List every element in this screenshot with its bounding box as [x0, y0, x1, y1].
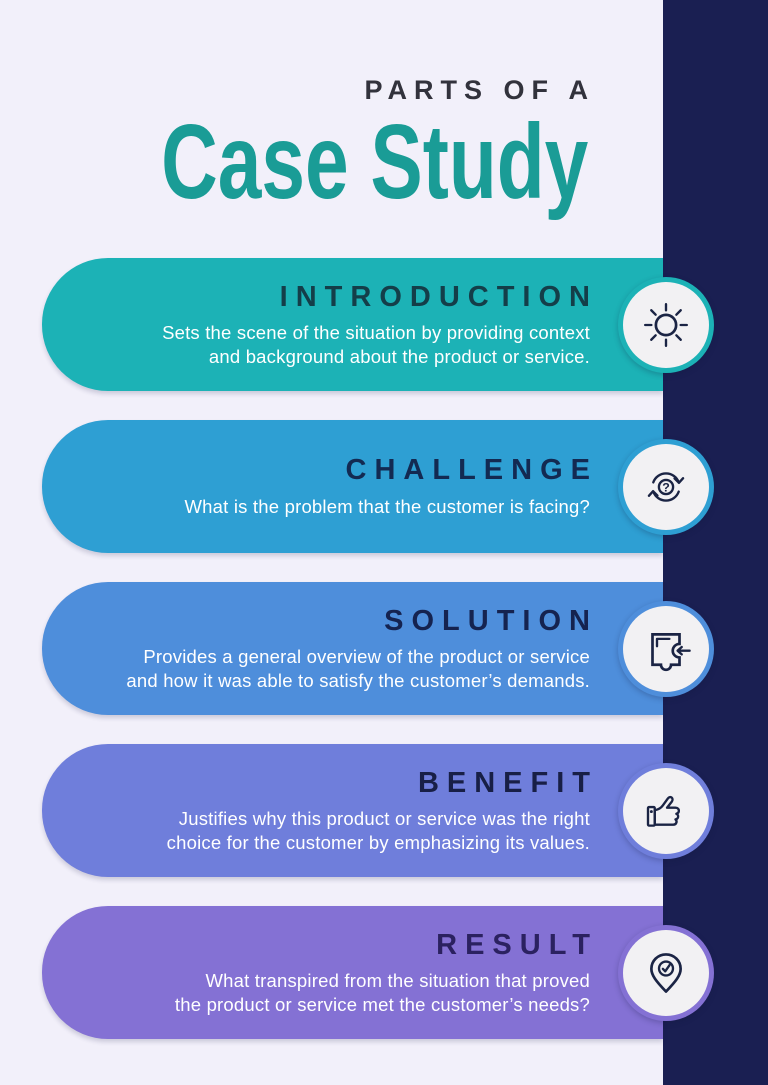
section-body: Sets the scene of the situation by provi…	[162, 322, 590, 367]
icon-circle	[623, 281, 709, 368]
svg-text:?: ?	[662, 480, 670, 494]
section-icon-medallion	[618, 276, 714, 373]
sun-icon	[644, 302, 688, 347]
section-icon-medallion	[618, 600, 714, 697]
right-accent-bar	[663, 0, 768, 1085]
icon-circle	[623, 929, 709, 1016]
section-heading: SOLUTION	[384, 604, 598, 637]
section-heading: INTRODUCTION	[279, 280, 598, 313]
section-icon-medallion: ?	[618, 438, 714, 535]
title-block: PARTS OF A Case Study	[11, 74, 588, 219]
pin-check-icon	[650, 952, 682, 993]
puzzle-arrow-icon	[651, 632, 691, 671]
section-icon-medallion	[618, 762, 714, 859]
section-challenge: CHALLENGE What is the problem that the c…	[42, 420, 714, 553]
section-body: What is the problem that the customer is…	[184, 495, 590, 517]
thumbs-up-icon	[646, 795, 681, 827]
icon-circle	[623, 767, 709, 854]
section-heading: BENEFIT	[417, 766, 598, 799]
section-heading: CHALLENGE	[345, 454, 598, 487]
section-result: RESULT What transpired from the situatio…	[42, 906, 714, 1039]
section-body: Provides a general overview of the produ…	[126, 646, 590, 691]
icon-circle	[623, 605, 709, 692]
section-heading: RESULT	[436, 928, 598, 961]
section-body: Justifies why this product or service wa…	[166, 808, 590, 853]
section-introduction: INTRODUCTION Sets the scene of the situa…	[42, 258, 714, 391]
section-icon-medallion	[618, 924, 714, 1021]
icon-circle: ?	[623, 443, 709, 530]
section-benefit: BENEFIT Justifies why this product or se…	[42, 744, 714, 877]
page-title: Case Study	[160, 103, 588, 222]
section-solution: SOLUTION Provides a general overview of …	[42, 582, 714, 715]
title-eyebrow: PARTS OF A	[364, 75, 595, 105]
sections-list: INTRODUCTION Sets the scene of the situa…	[42, 258, 714, 1068]
cycle-question-icon: ?	[647, 471, 685, 502]
section-body: What transpired from the situation that …	[174, 970, 590, 1015]
